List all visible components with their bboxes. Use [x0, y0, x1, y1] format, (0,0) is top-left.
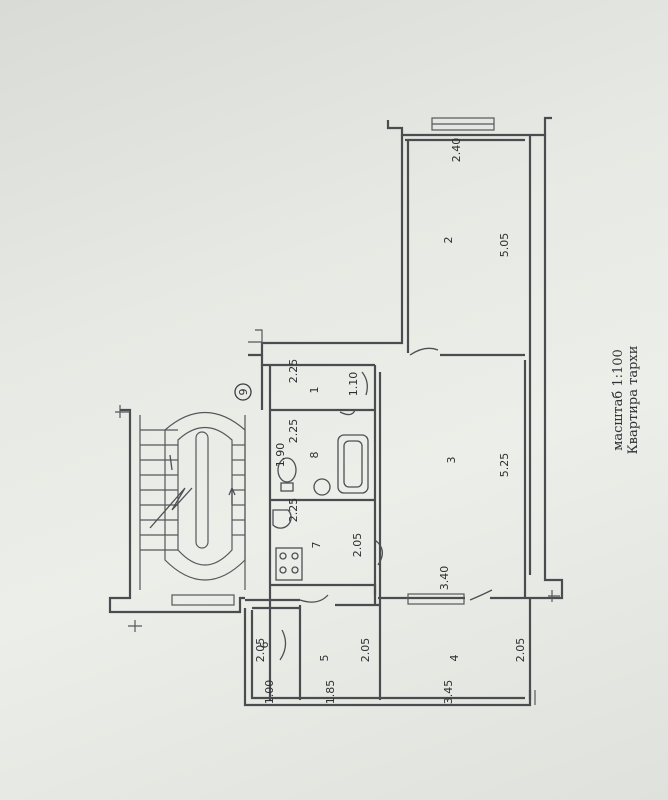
dim-bottom-a: 1.00: [263, 680, 276, 705]
dim-room8-top: 2.25: [287, 419, 300, 444]
caption-title: Квартира тархи: [626, 346, 641, 455]
dim-room6-side: 2.05: [254, 638, 267, 663]
dimension-labels: 2.40 5.05 2.25 1.10 2.25 1.90 2.25 2.05 …: [254, 138, 527, 705]
room-label-2: 2: [442, 237, 455, 244]
room-label-7: 7: [310, 542, 323, 549]
dim-room7-top: 2.25: [287, 498, 300, 523]
room-label-8: 8: [308, 452, 321, 459]
exterior-walls: [243, 116, 564, 707]
dim-room4-side: 2.05: [514, 638, 527, 663]
door-room7: [374, 539, 383, 566]
toilet-icon: [277, 457, 297, 483]
doors: [279, 347, 493, 661]
door-room2: [409, 347, 439, 356]
room-label-6: 6: [258, 642, 271, 649]
door-room5: [299, 594, 329, 603]
door-room1: [361, 371, 368, 396]
dim-room1-top: 2.25: [287, 359, 300, 384]
bathtub-icon: [337, 434, 369, 494]
entrance-marker: 9: [234, 383, 252, 401]
dim-room7-side: 2.05: [351, 533, 364, 558]
stair-window: [171, 594, 235, 606]
dim-bottom-c: 3.45: [442, 680, 455, 705]
entrance-marker-label: 9: [237, 389, 250, 396]
dim-bottom-b: 1.85: [324, 680, 337, 705]
fixtures: [272, 434, 369, 581]
dim-room2-width: 2.40: [450, 138, 463, 163]
dim-room2-length: 5.05: [498, 233, 511, 258]
door-room8: [339, 409, 356, 416]
dim-room5-side: 2.05: [359, 638, 372, 663]
window-room4: [407, 593, 465, 605]
dim-room3-width: 3.40: [438, 566, 451, 591]
stairwell: [108, 408, 246, 614]
room-labels: 2 1 3 8 7 6 5 4: [258, 237, 461, 662]
room-label-4: 4: [448, 655, 461, 662]
plan-caption: Квартира тархи масштаб 1:100: [611, 346, 641, 455]
dim-room8-side: 1.90: [274, 443, 287, 468]
door-room4: [469, 589, 493, 601]
kitchen-sink-icon: [272, 509, 292, 529]
room-label-1: 1: [308, 387, 321, 394]
room-label-5: 5: [318, 655, 331, 662]
room-label-3: 3: [445, 457, 458, 464]
wall-ticks: [115, 329, 560, 705]
caption-scale: масштаб 1:100: [611, 349, 626, 451]
dim-room3-length: 5.25: [498, 453, 511, 478]
stair-treads: [140, 429, 245, 551]
break-line: [149, 487, 193, 529]
door-room6: [279, 629, 287, 661]
dim-room1-side: 1.10: [347, 372, 360, 397]
direction-arrows: [169, 454, 236, 505]
sink-icon: [313, 478, 331, 496]
stove-icon: [275, 547, 303, 581]
